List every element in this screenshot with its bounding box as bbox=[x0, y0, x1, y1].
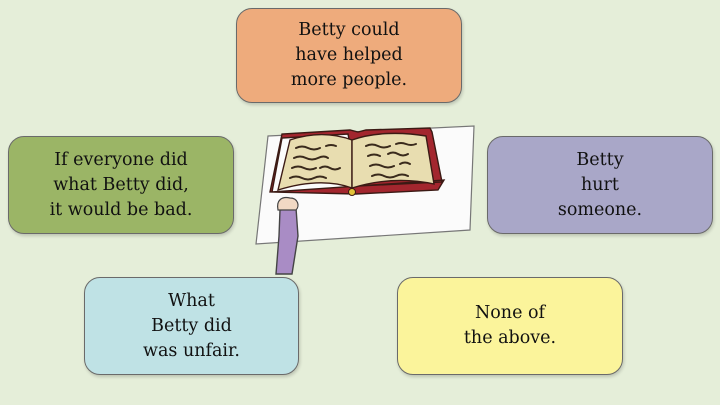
open-book-icon bbox=[255, 125, 475, 275]
answer-card-right[interactable]: Betty hurt someone. bbox=[487, 136, 713, 234]
answer-card-bottom-right-text: None of the above. bbox=[463, 303, 557, 348]
answer-card-bottom-left-text: What Betty did was unfair. bbox=[142, 290, 240, 361]
answer-card-bottom-left[interactable]: What Betty did was unfair. bbox=[84, 277, 299, 375]
answer-card-bottom-right[interactable]: None of the above. bbox=[397, 277, 623, 375]
answer-card-top[interactable]: Betty could have helped more people. bbox=[236, 8, 462, 103]
answer-card-right-text: Betty hurt someone. bbox=[557, 149, 643, 220]
answer-card-top-text: Betty could have helped more people. bbox=[290, 20, 408, 90]
answer-card-left[interactable]: If everyone did what Betty did, it would… bbox=[8, 136, 234, 234]
answer-card-left-text: If everyone did what Betty did, it would… bbox=[49, 149, 193, 220]
